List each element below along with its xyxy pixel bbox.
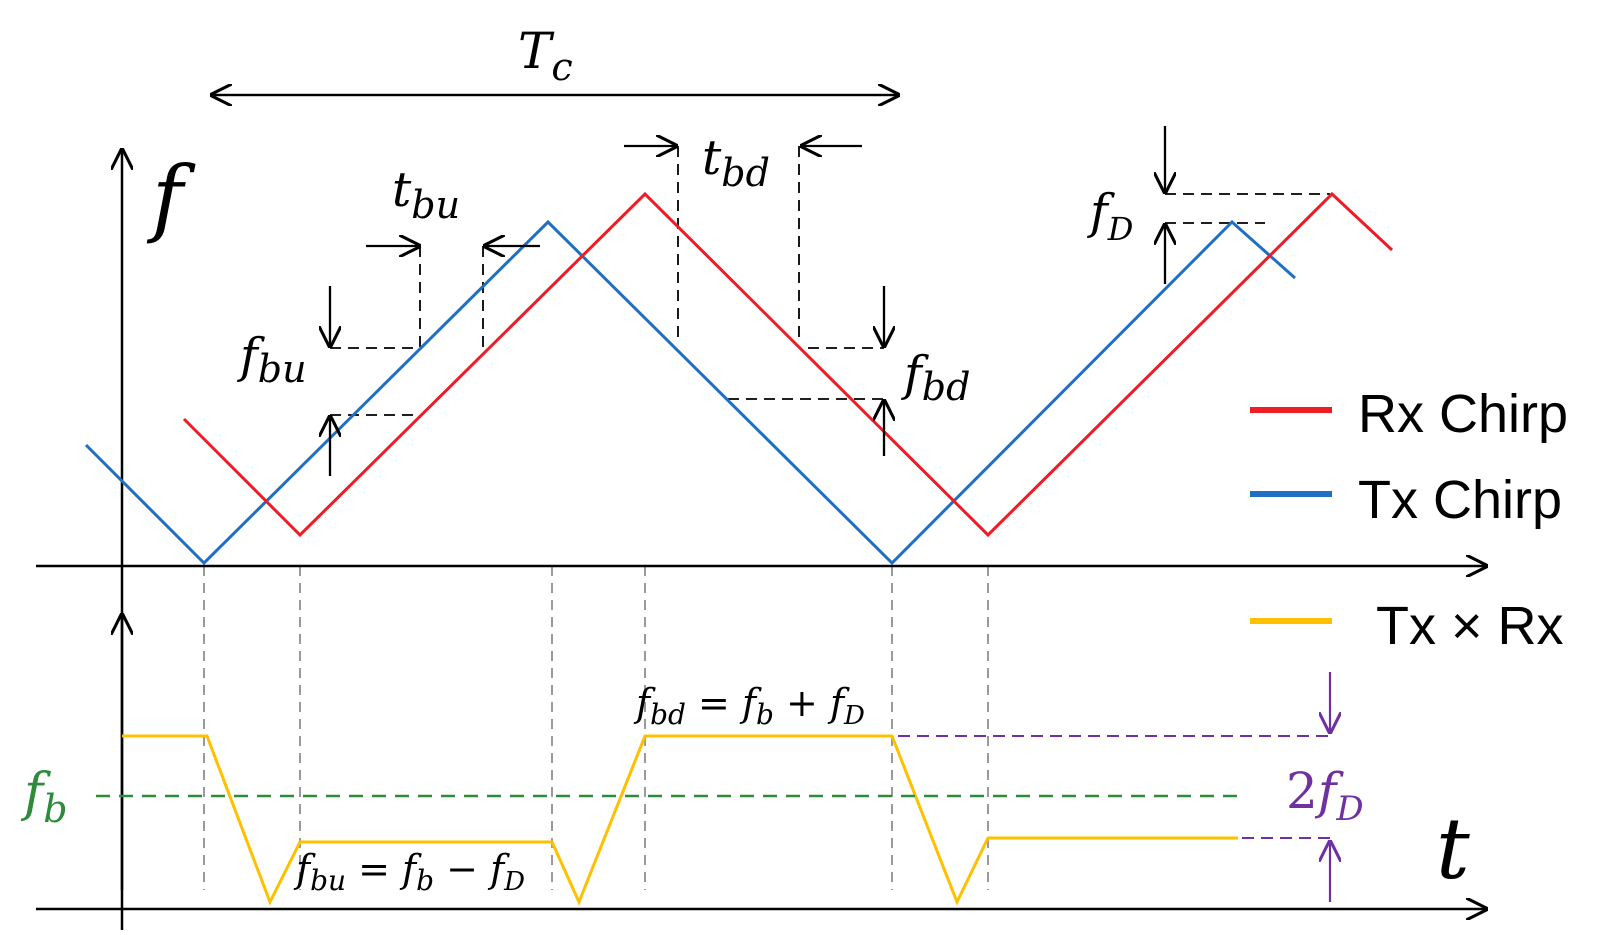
legend-label-rx: Rx Chirp — [1358, 384, 1568, 444]
tbd-label: tbd — [702, 130, 770, 195]
rx-chirp — [182, 191, 1394, 538]
fbd-equation: fbd = fb + fD — [633, 681, 865, 731]
legend-label-beat: Tx × Rx — [1376, 596, 1564, 656]
annotation-arrows — [212, 95, 1165, 476]
measurement-dashes — [330, 146, 1330, 416]
time-guide-lines — [203, 566, 989, 890]
top-axes — [36, 150, 1486, 890]
fbu-label: fbu — [237, 328, 307, 391]
legend: Rx Chirp Tx Chirp Tx × Rx — [1250, 384, 1568, 656]
fbd-label: fbd — [901, 346, 970, 409]
tc-label: Tc — [518, 22, 573, 89]
tx-chirp — [84, 219, 1296, 566]
tbu-label: tbu — [392, 162, 460, 227]
t-axis-label: t — [1436, 800, 1470, 898]
fd-label: fD — [1087, 184, 1133, 248]
two-fd-dashes — [898, 735, 1330, 839]
two-fd-label: 2fD — [1286, 762, 1364, 829]
fbu-equation: fbu = fb − fD — [293, 847, 525, 897]
f-axis-label: f — [146, 148, 196, 246]
bottom-axes — [36, 615, 1486, 930]
fb-label: fb — [20, 763, 68, 831]
beat-signal — [122, 734, 1238, 906]
legend-label-tx: Tx Chirp — [1358, 470, 1562, 530]
